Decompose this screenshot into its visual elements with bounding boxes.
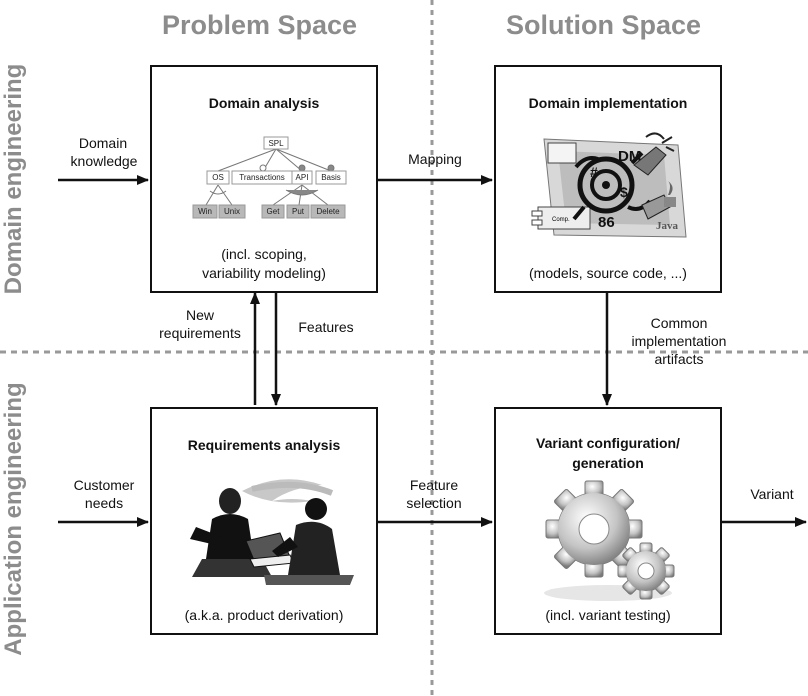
customer-needs-label-1: Customer	[73, 477, 135, 493]
domain-knowledge-label-1: Domain	[78, 135, 128, 151]
feature-node-put	[286, 204, 310, 219]
variant-configuration-box: Variant configuration/ generation	[494, 407, 722, 635]
common-artifacts-label-1: Common	[650, 315, 708, 331]
new-requirements-label-2: requirements	[159, 325, 241, 341]
eighty-six-label: 86	[598, 214, 615, 231]
variant-label: Variant	[750, 486, 794, 502]
feature-node-spl	[263, 136, 289, 150]
feature-win-label: Win	[198, 207, 212, 216]
domain-analysis-title: Domain analysis	[208, 95, 320, 111]
customer-needs-label-2: needs	[84, 495, 124, 511]
domain-implementation-subtitle: (models, source code, ...)	[529, 265, 687, 281]
mapping-label: Mapping	[408, 151, 462, 167]
feature-unix-label: Unix	[224, 207, 240, 216]
people-at-computer-image	[190, 479, 354, 585]
feature-transactions-label: Transactions	[239, 173, 285, 182]
domain-implementation-box: Domain implementation Comp. DM 86 # $ Ja…	[494, 65, 722, 293]
domain-analysis-subtitle-1: (incl. scoping,	[221, 246, 307, 262]
domain-analysis-box: Domain analysis SPL	[150, 65, 378, 293]
feature-node-unix	[218, 204, 246, 219]
requirements-analysis-title: Requirements analysis	[187, 437, 341, 453]
feature-node-api	[291, 170, 313, 185]
feature-put-label: Put	[292, 207, 305, 216]
code-collage-image: Comp. DM 86 # $ Java	[531, 132, 687, 238]
feature-node-get	[261, 204, 285, 219]
feature-basis-label: Basis	[321, 173, 341, 182]
domain-analysis-subtitle-2: variability modeling)	[202, 265, 326, 281]
problem-space-header: Problem Space	[162, 10, 358, 40]
domain-engineering-label: Domain engineering	[0, 63, 27, 295]
new-requirements-label-1: New	[185, 307, 214, 323]
comp-label: Comp.	[552, 217, 570, 223]
variant-configuration-subtitle: (incl. variant testing)	[545, 607, 671, 623]
common-artifacts-label-2: implementation	[631, 333, 727, 349]
feature-api-label: API	[296, 173, 309, 182]
feature-node-delete	[310, 204, 346, 219]
common-artifacts-label-3: artifacts	[654, 351, 704, 367]
domain-knowledge-label-2: knowledge	[70, 153, 138, 169]
feature-os-label: OS	[212, 173, 224, 182]
variant-configuration-title-1: Variant configuration/	[536, 435, 680, 451]
feature-spl-label: SPL	[268, 139, 284, 148]
solution-space-header: Solution Space	[506, 10, 702, 40]
domain-implementation-title: Domain implementation	[528, 95, 688, 111]
svg-text:#: #	[590, 164, 598, 180]
java-logo-label: Java	[656, 220, 679, 232]
feature-selection-label-1: Feature	[409, 477, 459, 493]
features-label: Features	[298, 319, 354, 335]
feature-node-basis	[315, 170, 347, 185]
feature-selection-label-2: selection	[406, 495, 462, 511]
variant-configuration-title-2: generation	[572, 455, 644, 471]
feature-model-diagram: SPL OS Transactions API Basis Win Unix G…	[192, 136, 347, 219]
requirements-analysis-box: Requirements analysis (a.k.a. product de…	[150, 407, 378, 635]
feature-get-label: Get	[267, 207, 281, 216]
requirements-analysis-subtitle: (a.k.a. product derivation)	[184, 607, 344, 623]
svg-text:$: $	[620, 184, 628, 200]
gears-icon	[544, 480, 675, 601]
application-engineering-label: Application engineering	[0, 382, 27, 656]
feature-node-os	[206, 170, 230, 185]
dm-label: DM	[618, 148, 641, 165]
feature-node-win	[192, 204, 218, 219]
feature-delete-label: Delete	[316, 207, 340, 216]
